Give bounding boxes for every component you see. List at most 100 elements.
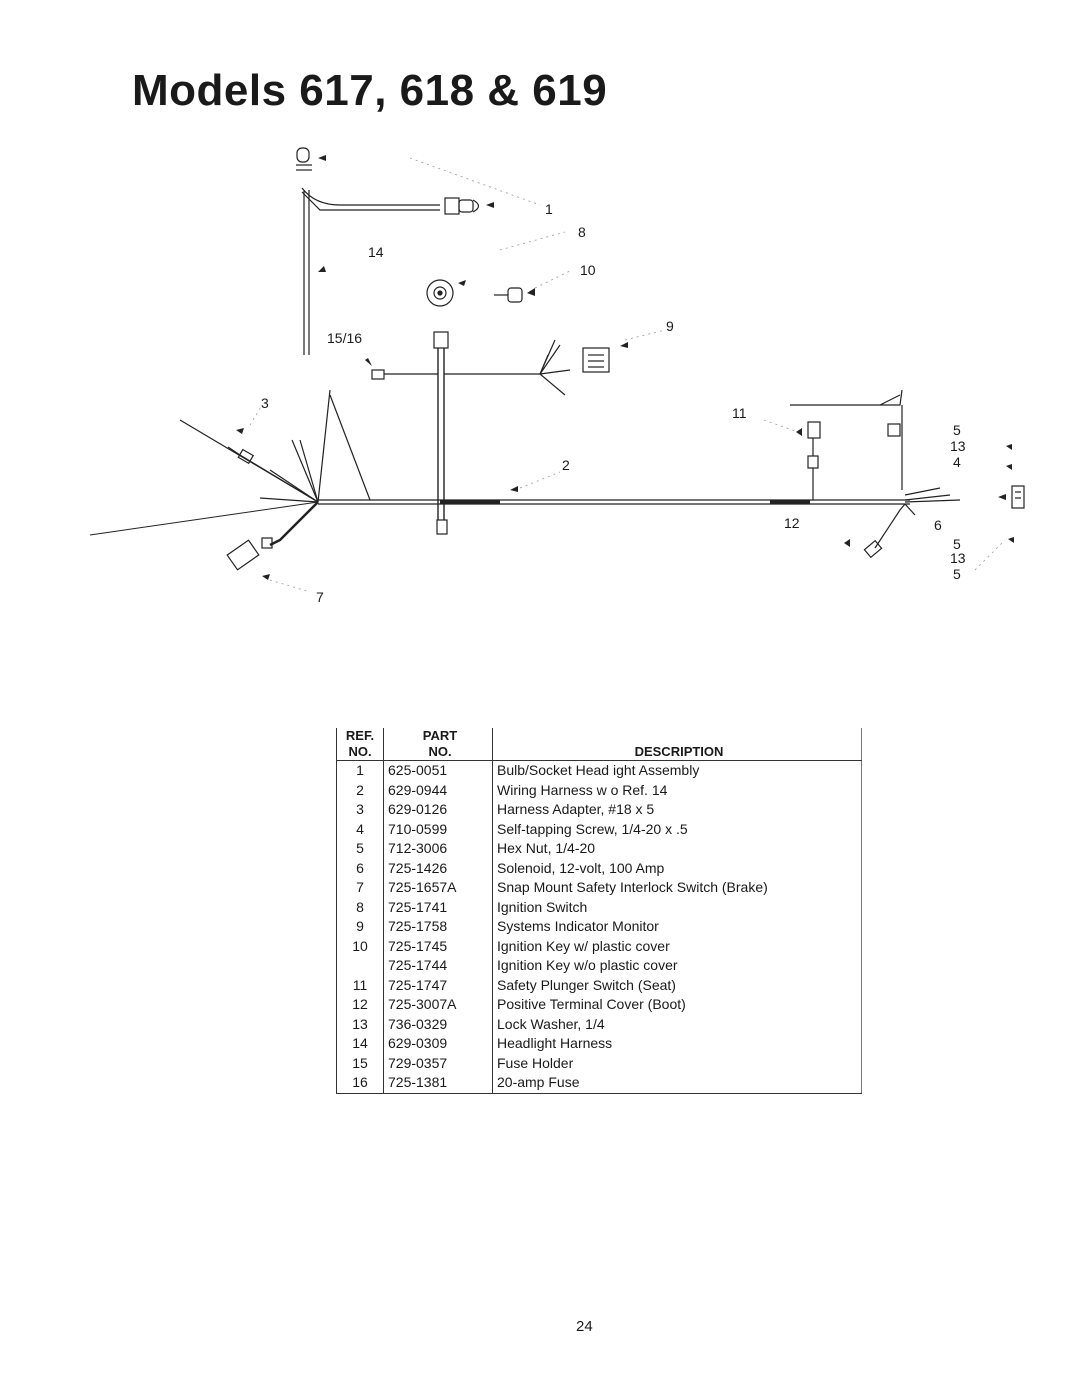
part-header-top: PART — [383, 728, 493, 744]
callout-2: 2 — [562, 457, 570, 473]
part-cell: 729-0357 — [383, 1053, 493, 1073]
ref-cell: 16 — [336, 1073, 384, 1094]
ref-cell: 15 — [336, 1053, 384, 1073]
ignition-switch-icon — [426, 279, 454, 307]
description-cell: Headlight Harness — [492, 1034, 862, 1054]
part-cell: 736-0329 — [383, 1014, 493, 1034]
solenoid-icon — [1011, 485, 1025, 509]
description-cell: Snap Mount Safety Interlock Switch (Brak… — [492, 878, 862, 898]
callout-4: 4 — [953, 454, 961, 470]
description-cell: Harness Adapter, #18 x 5 — [492, 800, 862, 820]
ref-cell: 11 — [336, 975, 384, 995]
description-cell: 20-amp Fuse — [492, 1073, 862, 1094]
part-cell: 725-3007A — [383, 995, 493, 1015]
ref-cell: 3 — [336, 800, 384, 820]
ref-cell: 7 — [336, 878, 384, 898]
description-cell: Solenoid, 12-volt, 100 Amp — [492, 858, 862, 878]
part-cell: 710-0599 — [383, 819, 493, 839]
description-cell: Systems Indicator Monitor — [492, 917, 862, 937]
callout-5c: 5 — [953, 566, 961, 582]
part-cell: 625-0051 — [383, 760, 493, 781]
description-cell: Bulb/Socket Head ight Assembly — [492, 760, 862, 781]
ref-cell: 9 — [336, 917, 384, 937]
description-cell: Lock Washer, 1/4 — [492, 1014, 862, 1034]
ref-header-bottom: NO. — [336, 744, 384, 761]
part-cell: 725-1744 — [383, 956, 493, 976]
description-cell: Ignition Switch — [492, 897, 862, 917]
ref-cell: 2 — [336, 780, 384, 800]
callout-5b: 5 — [953, 536, 961, 552]
callout-1: 1 — [545, 201, 553, 217]
bulb-socket-icon — [444, 197, 480, 215]
description-cell: Hex Nut, 1/4-20 — [492, 839, 862, 859]
part-cell: 725-1381 — [383, 1073, 493, 1094]
callout-3: 3 — [261, 395, 269, 411]
part-cell: 629-0126 — [383, 800, 493, 820]
part-cell: 629-0309 — [383, 1034, 493, 1054]
headlight-bulb-icon — [296, 147, 312, 171]
headlight-harness-line — [303, 190, 310, 355]
callout-13: 13 — [950, 438, 966, 454]
description-cell: Safety Plunger Switch (Seat) — [492, 975, 862, 995]
center-connector-icon — [433, 331, 449, 349]
page-number: 24 — [576, 1318, 593, 1335]
callout-5: 5 — [953, 422, 961, 438]
ref-header-top: REF. — [336, 728, 384, 744]
ref-cell — [336, 956, 384, 976]
harness-adapter-icon — [237, 448, 255, 465]
callout-10: 10 — [580, 262, 596, 278]
seat-switch-icon — [807, 421, 821, 500]
ref-cell: 4 — [336, 819, 384, 839]
indicator-monitor-icon — [582, 347, 610, 373]
callout-13b: 13 — [950, 550, 966, 566]
callout-7: 7 — [316, 589, 324, 605]
description-cell: Self-tapping Screw, 1/4-20 x .5 — [492, 819, 862, 839]
wiring-harness-diagram: 1 8 14 10 9 15/16 3 11 5 13 4 2 12 6 5 1… — [89, 147, 1025, 605]
part-cell: 725-1426 — [383, 858, 493, 878]
fuse-holder-icon — [371, 369, 385, 380]
ref-cell: 1 — [336, 760, 384, 781]
part-header-bottom: NO. — [383, 744, 493, 761]
ref-cell: 8 — [336, 897, 384, 917]
description-cell: Ignition Key w/o plastic cover — [492, 956, 862, 976]
terminal-cover-icon — [863, 539, 883, 559]
ref-cell: 6 — [336, 858, 384, 878]
callout-14: 14 — [368, 244, 384, 260]
part-cell: 725-1741 — [383, 897, 493, 917]
ref-cell: 14 — [336, 1034, 384, 1054]
ref-cell: 5 — [336, 839, 384, 859]
description-cell: Wiring Harness w o Ref. 14 — [492, 780, 862, 800]
brake-interlock-switch-icon — [226, 537, 273, 571]
ignition-key-icon — [494, 287, 523, 303]
description-cell: Fuse Holder — [492, 1053, 862, 1073]
callout-15-16: 15/16 — [327, 330, 362, 346]
ref-cell: 10 — [336, 936, 384, 956]
callout-9: 9 — [666, 318, 674, 334]
part-cell: 725-1758 — [383, 917, 493, 937]
part-cell: 725-1657A — [383, 878, 493, 898]
part-cell: 712-3006 — [383, 839, 493, 859]
callout-11: 11 — [732, 405, 747, 421]
callout-6: 6 — [934, 517, 942, 533]
callout-12: 12 — [784, 515, 800, 531]
part-cell: 725-1747 — [383, 975, 493, 995]
part-cell: 725-1745 — [383, 936, 493, 956]
ref-cell: 13 — [336, 1014, 384, 1034]
part-cell: 629-0944 — [383, 780, 493, 800]
